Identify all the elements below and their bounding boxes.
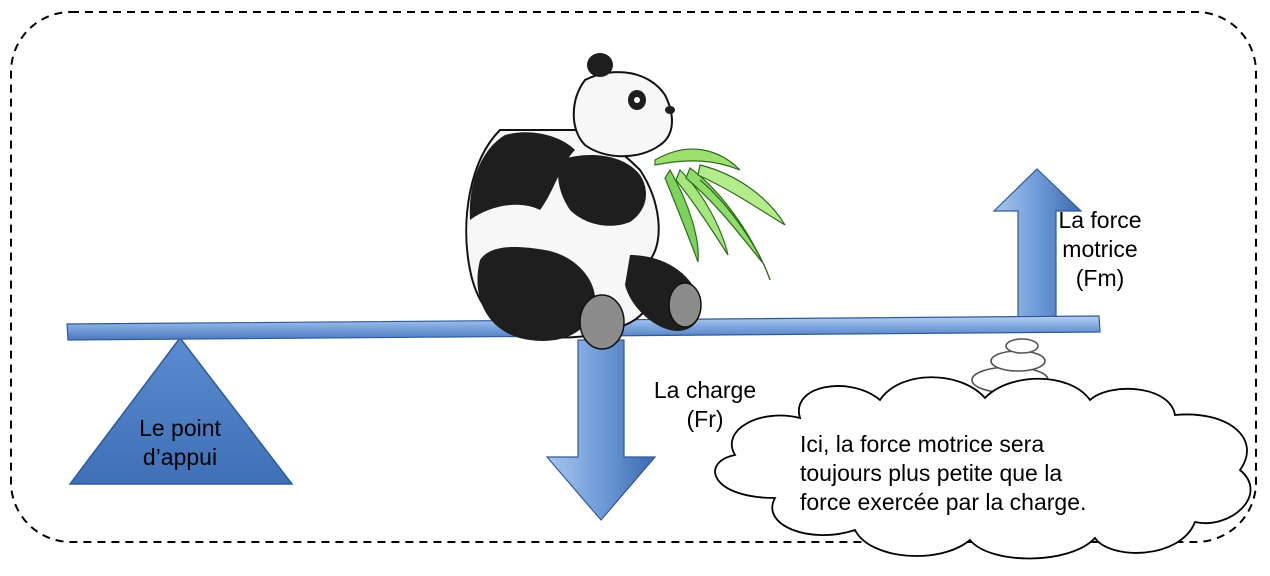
load-label-line1: La charge xyxy=(653,377,757,403)
load-label: La charge (Fr) xyxy=(630,376,780,434)
fulcrum-triangle xyxy=(68,336,294,485)
cloud-note-line3: force exercée par la charge. xyxy=(800,489,1087,515)
fulcrum-label: Le point d’appui xyxy=(110,414,250,472)
cloud-note-line1: Ici, la force motrice sera xyxy=(800,431,1045,457)
thought-cloud xyxy=(714,376,1252,560)
effort-label-line1: La force xyxy=(1058,207,1142,233)
effort-label-line3: (Fm) xyxy=(1075,265,1125,291)
fulcrum-label-line1: Le point xyxy=(139,415,221,441)
effort-label: La force motrice (Fm) xyxy=(1040,206,1160,293)
panda-illustration xyxy=(465,53,786,350)
fulcrum-label-line2: d’appui xyxy=(142,444,218,470)
effort-label-line2: motrice xyxy=(1062,236,1138,262)
stacked-stones xyxy=(971,338,1049,394)
cloud-note: Ici, la force motrice sera toujours plus… xyxy=(800,430,1100,517)
dashed-frame xyxy=(10,11,1257,543)
bamboo-leaves xyxy=(654,148,786,281)
cloud-note-line2: toujours plus petite que la xyxy=(800,460,1063,486)
load-arrow xyxy=(545,339,657,521)
load-label-line2: (Fr) xyxy=(686,406,724,432)
